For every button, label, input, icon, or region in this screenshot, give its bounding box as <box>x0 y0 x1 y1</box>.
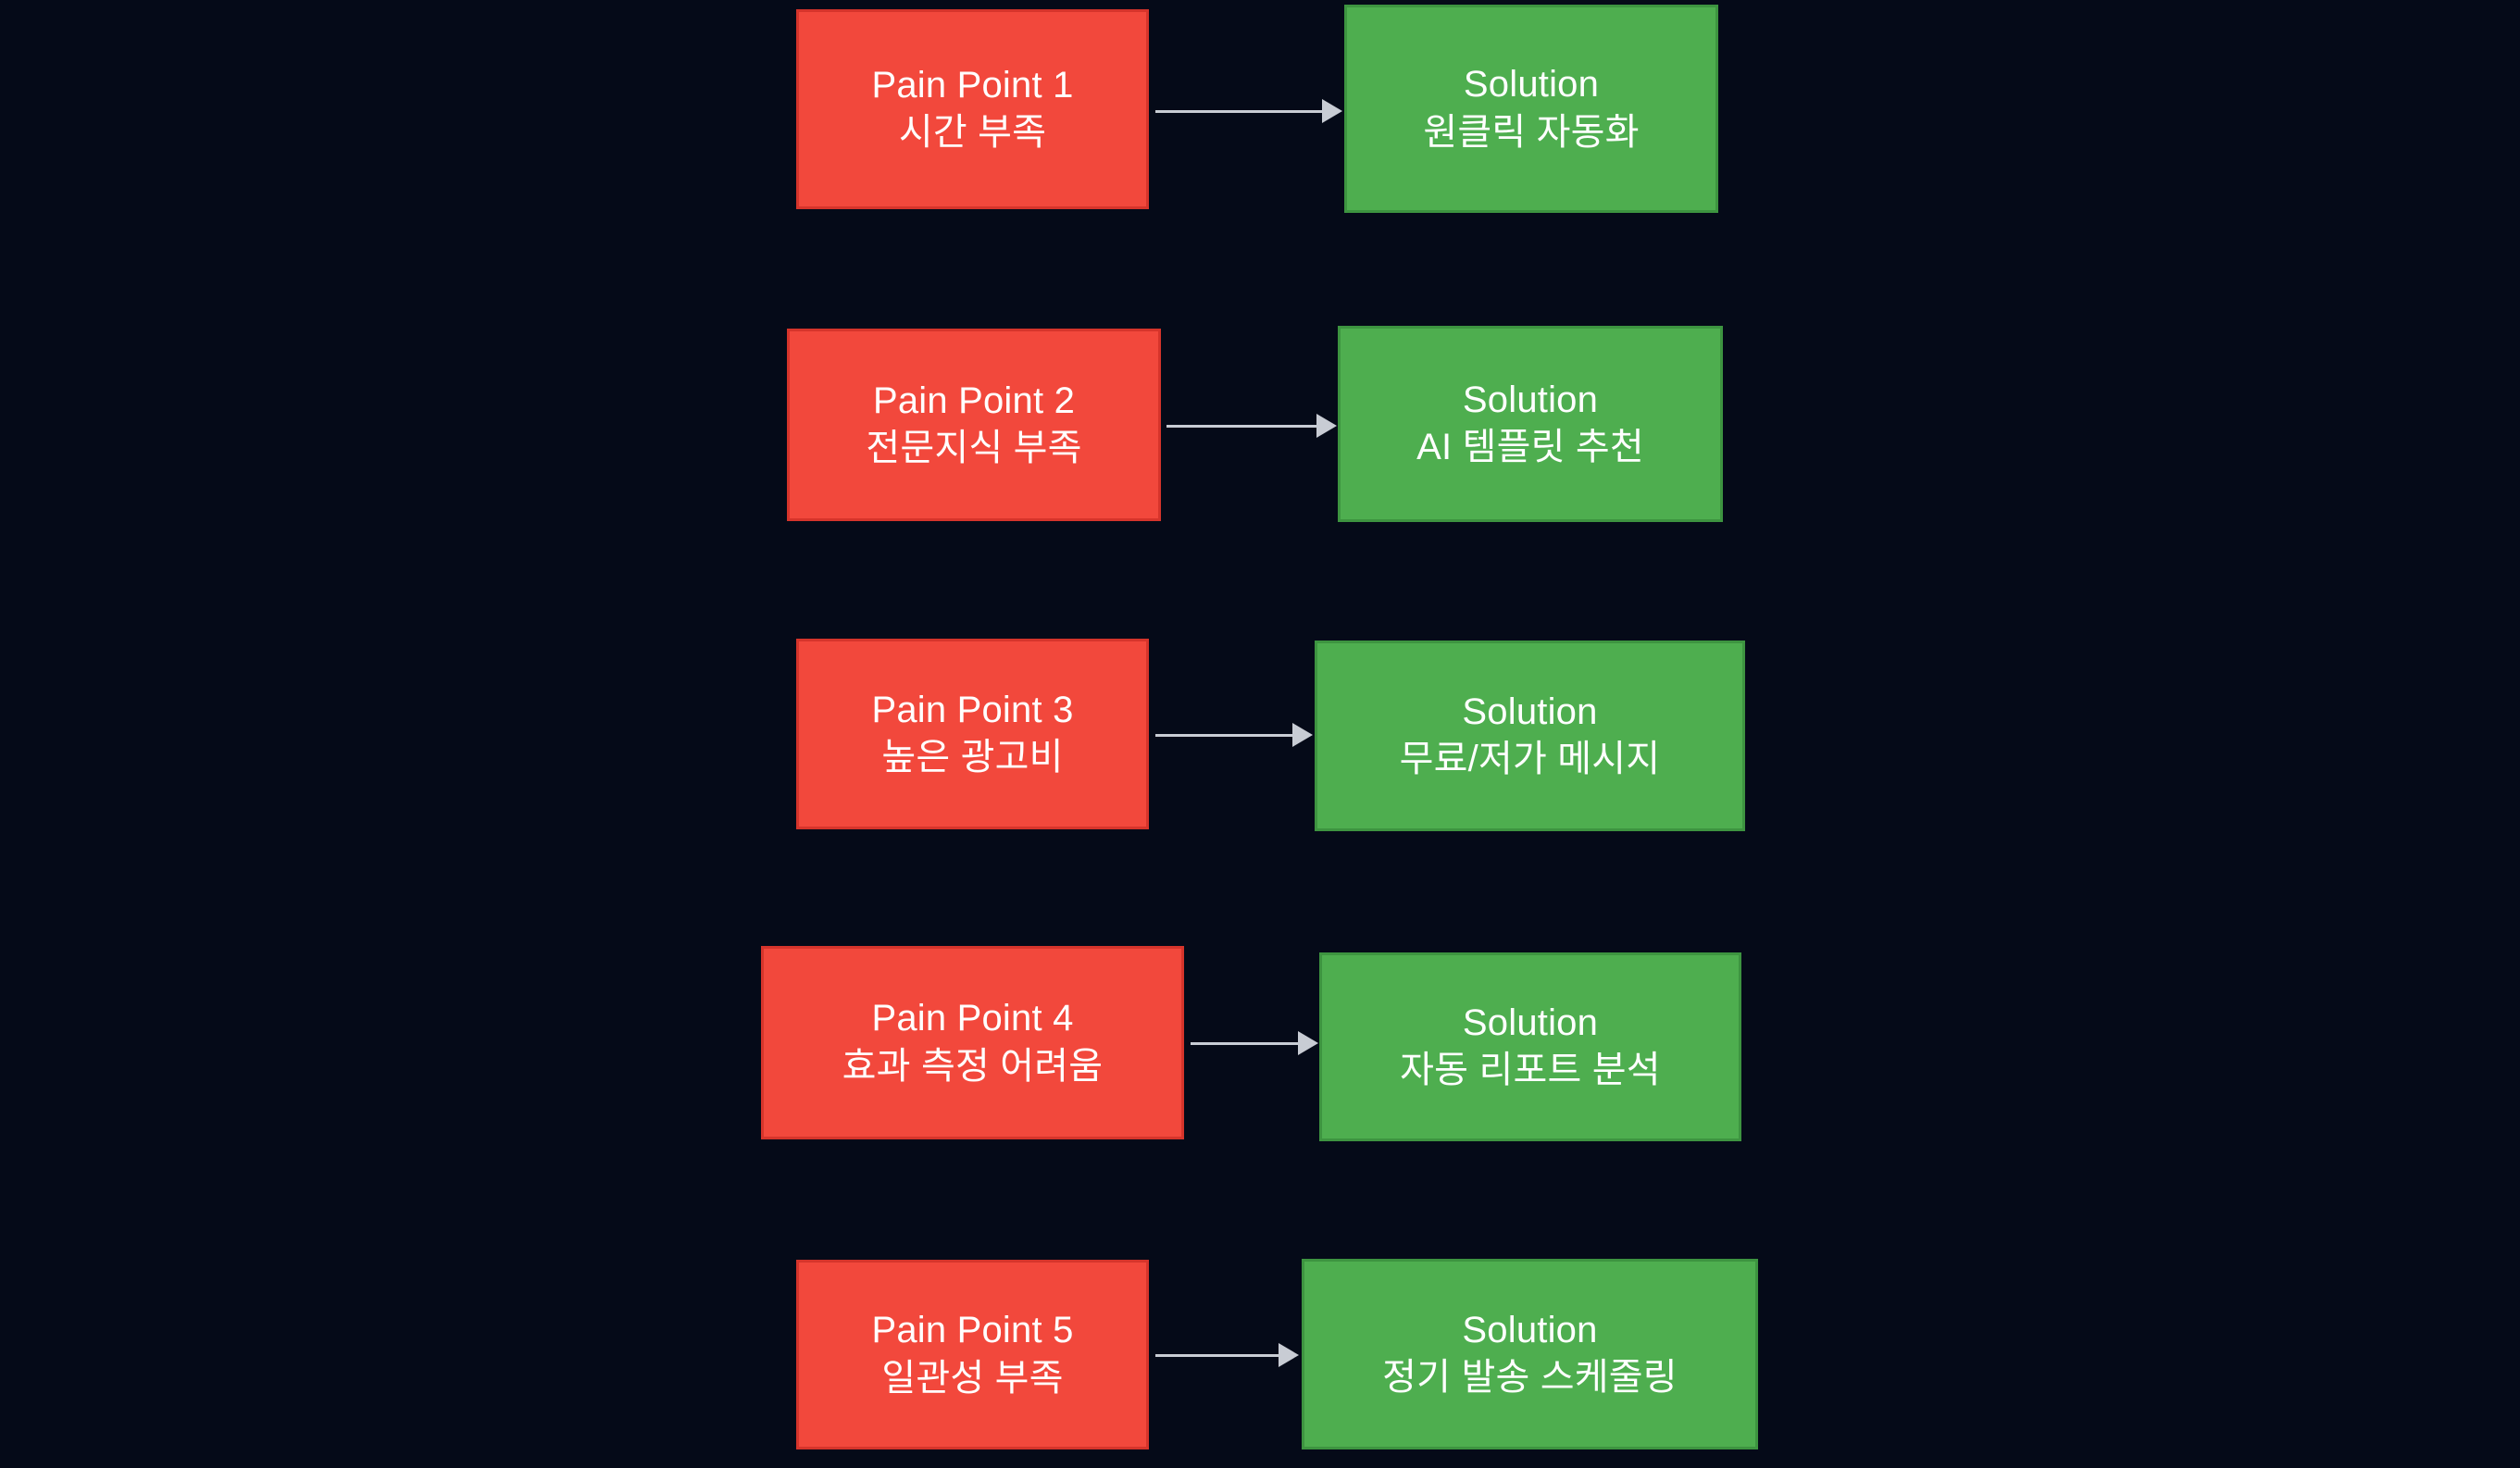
edge-arrowhead-icon-1 <box>1322 99 1342 123</box>
solution-title-3: Solution <box>1462 690 1598 732</box>
pain-point-detail-1: 시간 부족 <box>898 112 1047 153</box>
pain-point-title-1: Pain Point 1 <box>871 64 1074 106</box>
pain-point-title-4: Pain Point 4 <box>871 998 1074 1039</box>
solution-detail-1: 원클릭 자동화 <box>1423 111 1640 153</box>
solution-detail-2: AI 템플릿 추천 <box>1416 427 1644 467</box>
solution-title-2: Solution <box>1462 379 1599 420</box>
pain-point-node-4[interactable]: Pain Point 4 효과 측정 어려움 <box>761 946 1184 1139</box>
edge-line-3 <box>1155 734 1292 737</box>
pain-point-detail-3: 높은 광고비 <box>881 737 1064 778</box>
solution-title-5: Solution <box>1462 1309 1598 1350</box>
solution-title-1: Solution <box>1463 64 1600 106</box>
pain-point-title-3: Pain Point 3 <box>871 689 1074 730</box>
solution-node-5[interactable]: Solution 정기 발송 스케줄링 <box>1302 1259 1758 1449</box>
pain-point-node-3[interactable]: Pain Point 3 높은 광고비 <box>796 639 1149 829</box>
edge-arrowhead-icon-5 <box>1279 1343 1299 1367</box>
edge-line-1 <box>1155 110 1322 113</box>
solution-detail-4: 자동 리포트 분석 <box>1400 1050 1661 1090</box>
pain-point-node-5[interactable]: Pain Point 5 일관성 부족 <box>796 1260 1149 1449</box>
solution-node-4[interactable]: Solution 자동 리포트 분석 <box>1319 952 1741 1141</box>
edge-arrowhead-icon-4 <box>1298 1031 1318 1055</box>
edge-line-5 <box>1155 1354 1279 1357</box>
solution-title-4: Solution <box>1462 1001 1599 1043</box>
edge-arrowhead-icon-3 <box>1292 723 1313 747</box>
edge-line-4 <box>1191 1042 1298 1045</box>
pain-point-node-2[interactable]: Pain Point 2 전문지식 부족 <box>787 329 1161 521</box>
pain-point-detail-2: 전문지식 부족 <box>866 428 1082 468</box>
solution-detail-5: 정기 발송 스케줄링 <box>1382 1357 1678 1398</box>
edge-line-2 <box>1166 425 1316 428</box>
solution-node-2[interactable]: Solution AI 템플릿 추천 <box>1338 326 1723 522</box>
pain-point-detail-5: 일관성 부족 <box>881 1357 1064 1399</box>
solution-node-3[interactable]: Solution 무료/저가 메시지 <box>1315 641 1745 831</box>
solution-detail-3: 무료/저가 메시지 <box>1399 739 1661 779</box>
edge-arrowhead-icon-2 <box>1316 414 1337 438</box>
pain-point-node-1[interactable]: Pain Point 1 시간 부족 <box>796 9 1149 209</box>
pain-point-title-2: Pain Point 2 <box>872 379 1076 421</box>
pain-point-detail-4: 효과 측정 어려움 <box>842 1045 1104 1087</box>
solution-node-1[interactable]: Solution 원클릭 자동화 <box>1344 5 1718 213</box>
pain-point-title-5: Pain Point 5 <box>871 1310 1074 1351</box>
